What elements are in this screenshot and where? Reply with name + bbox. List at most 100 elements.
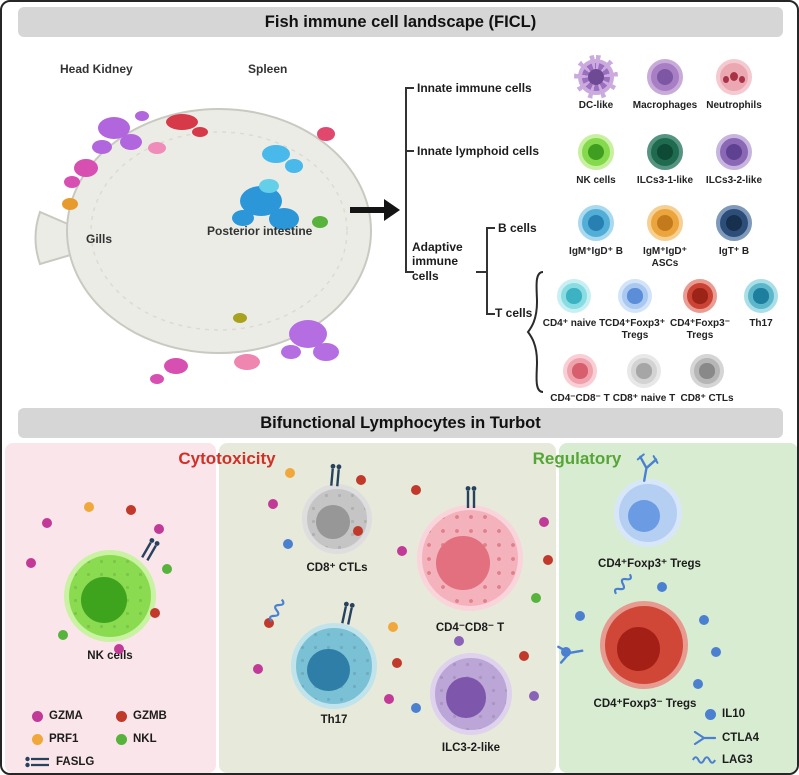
- cytotoxicity-heading: Cytotoxicity: [178, 449, 276, 468]
- th17-big-cell: [291, 623, 377, 709]
- tree-branch-line: [405, 271, 414, 273]
- dc-like-cell-icon: [574, 55, 618, 99]
- ctla4-legend-icon: [693, 730, 716, 746]
- legend-item-gzma: GZMA: [32, 710, 83, 722]
- cluster-red-top: [166, 114, 208, 137]
- cluster-spleen-azure: [232, 186, 299, 230]
- legend-item-prf1: PRF1: [32, 733, 78, 745]
- gzmb-granule-dot: [264, 618, 274, 628]
- legend-label: CTLA4: [722, 732, 760, 744]
- lag3-receptor-icon: [610, 569, 640, 601]
- purple-granule-dot: [529, 691, 539, 701]
- il10-granule-dot: [657, 582, 667, 592]
- tree-adaptive-trunk-line: [486, 227, 488, 315]
- legend-item-ctla4: CTLA4: [692, 730, 759, 746]
- top-panel-title-bar: Fish immune cell landscape (FICL): [18, 7, 783, 37]
- asc-cell-icon: [647, 205, 683, 241]
- tregs-neg-cell-icon: [683, 279, 717, 313]
- tree-branch-line: [486, 227, 495, 229]
- cell-type-label: Neutrophils: [706, 100, 762, 111]
- tregs-neg-label: CD4⁺Foxp3⁻ Tregs: [593, 698, 697, 710]
- cell-type-macrophages: Macrophages: [630, 59, 700, 112]
- legend-label: PRF1: [49, 733, 79, 745]
- gzmb-legend-dot: [116, 710, 127, 722]
- cluster-posterior-purple: [281, 320, 339, 361]
- cell-type-label: ILCs3-1-like: [636, 175, 694, 186]
- legend-item-lag3: LAG3: [692, 753, 753, 767]
- nkl-granule-dot: [58, 630, 68, 640]
- il10-legend-dot: [705, 708, 716, 720]
- cluster-rose-topright: [317, 127, 335, 141]
- tissue-label-spleen: Spleen: [248, 62, 288, 76]
- tregs-pos-cell-icon: [618, 279, 652, 313]
- gzma-granule-dot: [539, 517, 549, 527]
- cluster-pink-bottom: [234, 354, 260, 370]
- cd8-ctl-cell-icon: [690, 354, 724, 388]
- legend-item-faslg: FASLG: [24, 754, 94, 770]
- regulatory-section-bg: [559, 443, 797, 773]
- cluster-orange: [62, 198, 78, 210]
- cd8-ctl-label: CD8⁺ CTLs: [306, 562, 368, 574]
- ilc3-2-cell-icon: [716, 134, 752, 170]
- cell-type-label: CD4⁺Foxp3⁺ Tregs: [604, 318, 665, 341]
- prf1-granule-dot: [388, 622, 398, 632]
- nk-cell-label: NK cells: [87, 650, 133, 662]
- tree-label-t-cells: T cells: [495, 306, 533, 320]
- il10-granule-dot: [283, 539, 293, 549]
- gzmb-granule-dot: [543, 555, 553, 565]
- faslg-legend-icon: [25, 756, 49, 768]
- cluster-skyblue: [262, 145, 303, 173]
- nkl-legend-dot: [116, 733, 127, 745]
- cell-type-label: DC-like: [578, 100, 614, 111]
- lag3-receptor-icon: [265, 596, 293, 628]
- cell-type-dc-like: DC-like: [561, 55, 631, 112]
- cell-type-label: IgT⁺ B: [718, 246, 750, 257]
- legend-label: IL10: [722, 708, 746, 720]
- cell-type-label: Th17: [749, 318, 773, 329]
- nkl-granule-dot: [531, 593, 541, 603]
- macrophage-cell-icon: [647, 59, 683, 95]
- legend-label: FASLG: [56, 756, 95, 768]
- ilc3-2-label: ILC3-2-like: [441, 742, 501, 754]
- dn-t-big-cell: [417, 505, 523, 611]
- cluster-magenta-bottom: [150, 358, 188, 384]
- legend-item-il10: IL10: [705, 708, 745, 720]
- ctla4-receptor-icon: [554, 638, 591, 667]
- cd8-ctl-big-cell: [302, 484, 372, 554]
- cluster-magenta-left: [64, 159, 98, 188]
- purple-granule-dot: [454, 636, 464, 646]
- cell-type-cd4-foxp3-neg-tregs: CD4⁺Foxp3⁻ Tregs: [668, 279, 732, 341]
- legend-item-nkl: NKL: [116, 733, 157, 745]
- tree-connector-line: [476, 271, 486, 273]
- faslg-receptor-icon: [460, 484, 482, 515]
- igt-b-cell-icon: [716, 205, 752, 241]
- cell-type-cd4-foxp3-pos-tregs: CD4⁺Foxp3⁺ Tregs: [603, 279, 667, 341]
- gzmb-granule-dot: [411, 485, 421, 495]
- gzmb-granule-dot: [150, 608, 160, 618]
- tregs-pos-big-cell: [614, 479, 682, 547]
- cluster-olive-small: [233, 313, 247, 323]
- igm-igd-b-cell-icon: [578, 205, 614, 241]
- cell-type-ilcs3-2-like: ILCs3-2-like: [699, 134, 769, 187]
- top-panel-title: Fish immune cell landscape (FICL): [264, 12, 537, 31]
- gzma-granule-dot: [154, 524, 164, 534]
- prf1-legend-dot: [32, 733, 43, 745]
- cell-type-label: CD4⁺Foxp3⁻ Tregs: [669, 318, 730, 341]
- il10-granule-dot: [699, 615, 709, 625]
- tissue-label-posterior-intestine: Posterior intestine: [207, 224, 313, 238]
- tree-branch-line: [405, 87, 414, 89]
- cell-type-label: CD4⁺ naive T: [542, 318, 606, 329]
- cell-type-neutrophils: Neutrophils: [699, 59, 769, 112]
- legend-item-gzmb: GZMB: [116, 710, 167, 722]
- prf1-granule-dot: [285, 468, 295, 478]
- tree-label-innate-lymphoid: Innate lymphoid cells: [417, 144, 540, 158]
- tree-branch-line: [486, 313, 495, 315]
- cluster-teal-light: [259, 179, 279, 193]
- tree-label-b-cells: B cells: [498, 221, 537, 235]
- dn-t-label: CD4⁻CD8⁻ T: [435, 622, 505, 634]
- regulatory-heading: Regulatory: [532, 449, 622, 468]
- cell-type-igm-igd-ascs: IgM⁺IgD⁺ ASCs: [630, 205, 700, 269]
- tissue-label-head-kidney: Head Kidney: [60, 62, 133, 76]
- ilc3-1-cell-icon: [647, 134, 683, 170]
